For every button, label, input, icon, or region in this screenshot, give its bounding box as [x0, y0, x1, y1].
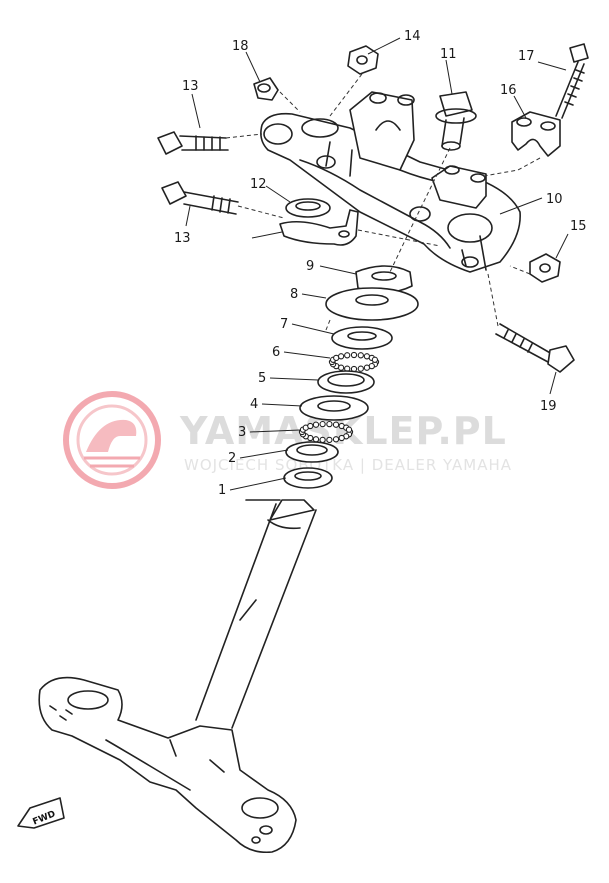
upper-bracket: [260, 112, 521, 273]
part-6-balls: [328, 351, 380, 373]
bolt-13-lower: [161, 181, 239, 215]
callout-6: 6: [272, 345, 280, 360]
cable-guide-19: [279, 209, 359, 246]
watermark: YAMASKLEP.PL WOJCIECH SOBÓTKA | DEALER Y…: [63, 391, 512, 489]
nut-14-right: [529, 253, 561, 283]
callout-11: 11: [440, 47, 457, 62]
callout-2: 2: [228, 451, 236, 466]
callout-16: 17: [518, 49, 535, 64]
callout-3: 3: [238, 425, 246, 440]
bearing-ball: [337, 353, 345, 360]
fwd-arrow-icon: FWD: [17, 797, 65, 829]
callout-7: 7: [280, 317, 288, 332]
holder-cap-15: [511, 111, 561, 157]
bearing-ball: [319, 436, 326, 444]
part-7-seal: [331, 326, 393, 350]
bolt-16: [555, 43, 589, 119]
lower-bracket: [38, 676, 297, 854]
part-3-balls: [298, 420, 354, 444]
part-1-seal: [283, 467, 333, 489]
bolt-13-upper: [157, 131, 229, 155]
callout-5: 5: [258, 371, 266, 386]
bearing-ball: [326, 420, 333, 428]
bolt-11: [435, 91, 477, 151]
bearing-ball: [357, 365, 364, 372]
callout-4: 4: [250, 397, 258, 412]
bearing-ball: [326, 436, 333, 444]
bearing-ball: [363, 364, 371, 371]
callout-10: 10: [546, 192, 563, 207]
handlebar-holder-left: [349, 91, 415, 171]
callout-13-upper: 13: [182, 79, 199, 94]
collar-18: [253, 77, 279, 101]
callout-15: 16: [500, 83, 517, 98]
nut-14-top: [347, 45, 379, 75]
alignment-lines: [225, 73, 541, 331]
bearing-ball: [332, 421, 340, 428]
watermark-subtitle: WOJCIECH SOBÓTKA | DEALER YAMAHA: [184, 455, 512, 474]
callout-14-top: 14: [404, 29, 421, 44]
bearing-ball: [350, 351, 358, 359]
bearing-ball: [357, 352, 364, 359]
grommet-12: [285, 198, 331, 218]
callout-8: 8: [290, 287, 298, 302]
bearing-ball: [319, 420, 326, 428]
bearing-ball: [371, 356, 379, 363]
callouts: 14 18 13 11 17 16 10 15 19 13 12 9 8 7 6…: [174, 29, 587, 498]
callout-13-lower: 13: [174, 231, 191, 246]
bearing-ball: [312, 421, 320, 428]
callout-17: 19: [540, 399, 557, 414]
watermark-logo: [63, 391, 161, 489]
bearing-ball: [332, 436, 340, 443]
part-5-race: [317, 370, 375, 394]
bearing-ball: [344, 352, 351, 359]
handlebar-holder-right: [431, 165, 487, 209]
bearing-ball: [307, 422, 314, 430]
callout-12: 12: [250, 177, 267, 192]
part-4-race: [299, 395, 369, 421]
bolt-17: [495, 323, 575, 373]
callout-9: 9: [306, 259, 314, 274]
callout-14-right: 15: [570, 219, 587, 234]
bearing-ball: [312, 436, 320, 443]
part-2-race: [285, 441, 339, 463]
part-8-cover: [325, 287, 419, 321]
callout-1: 1: [218, 483, 226, 498]
steering-stem: [195, 499, 317, 729]
bearing-ball: [345, 426, 353, 433]
callout-18: 18: [232, 39, 249, 54]
bearing-ball: [338, 434, 345, 442]
leader-lines: [185, 37, 569, 491]
